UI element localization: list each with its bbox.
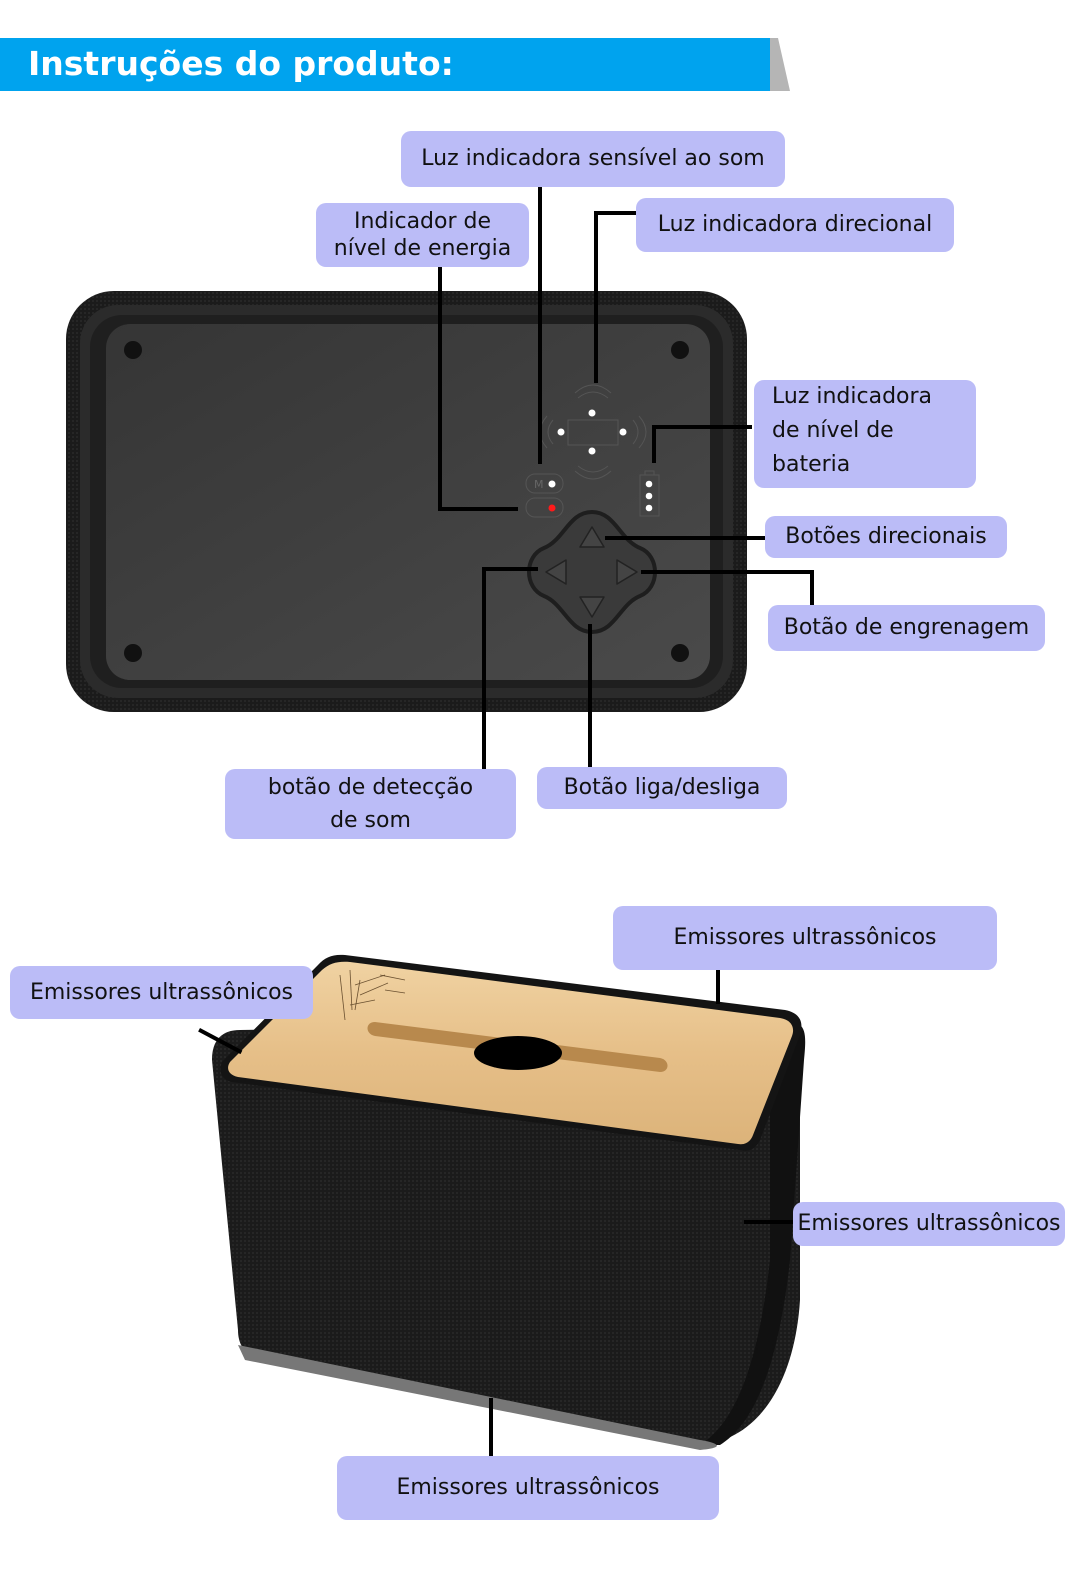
label-emitter-top-left: Emissores ultrassônicos	[10, 966, 313, 1019]
label-power-button: Botão liga/desliga	[537, 767, 787, 809]
page-header: Instruções do produto:	[0, 38, 790, 91]
label-emitter-right: Emissores ultrassônicos	[793, 1202, 1065, 1246]
label-directional-buttons: Botões direcionais	[765, 516, 1007, 558]
connector-sound-light	[538, 186, 542, 464]
connector-gear-v	[810, 570, 814, 606]
label-emitter-top-right: Emissores ultrassônicos	[613, 906, 997, 970]
label-energy-level-indicator: Indicador de nível de energia	[316, 203, 529, 267]
directional-pad	[527, 509, 657, 635]
label-emitter-bottom: Emissores ultrassônicos	[337, 1456, 719, 1520]
label-battery-level-light: Luz indicadora de nível de bateria	[754, 380, 976, 488]
screw-icons	[124, 341, 689, 662]
label-directional-light: Luz indicadora direcional	[636, 198, 954, 252]
connector-battery-v	[652, 425, 656, 463]
label-sound-detection-button: botão de detecção de som	[225, 769, 516, 839]
device-side-view	[212, 954, 806, 1450]
connector-directional-light-h	[594, 211, 636, 215]
label-sound-sensitive-light: Luz indicadora sensível ao som	[401, 131, 785, 187]
connector-emitter-right	[744, 1220, 796, 1224]
connector-gear-h	[641, 570, 814, 574]
battery-indicator	[639, 470, 660, 517]
connector-sound-detect-h	[482, 567, 538, 571]
energy-indicator-cluster: M	[525, 473, 564, 518]
header-bar	[0, 38, 775, 91]
connector-energy-v	[438, 266, 442, 510]
directional-light-cluster	[539, 384, 647, 480]
page-title: Instruções do produto:	[28, 44, 454, 83]
label-gear-button: Botão de engrenagem	[768, 605, 1045, 651]
connector-sound-detect-v	[482, 567, 486, 770]
connector-energy-h	[438, 507, 518, 511]
connector-power	[588, 624, 592, 768]
connector-battery-h	[652, 425, 752, 429]
device-top-body	[66, 291, 747, 712]
connector-emitter-top-right	[716, 970, 720, 1004]
connector-emitter-bottom	[489, 1398, 493, 1456]
connector-dpad-up	[605, 536, 765, 540]
svg-text:M: M	[534, 478, 544, 491]
connector-directional-light-v	[594, 211, 598, 383]
